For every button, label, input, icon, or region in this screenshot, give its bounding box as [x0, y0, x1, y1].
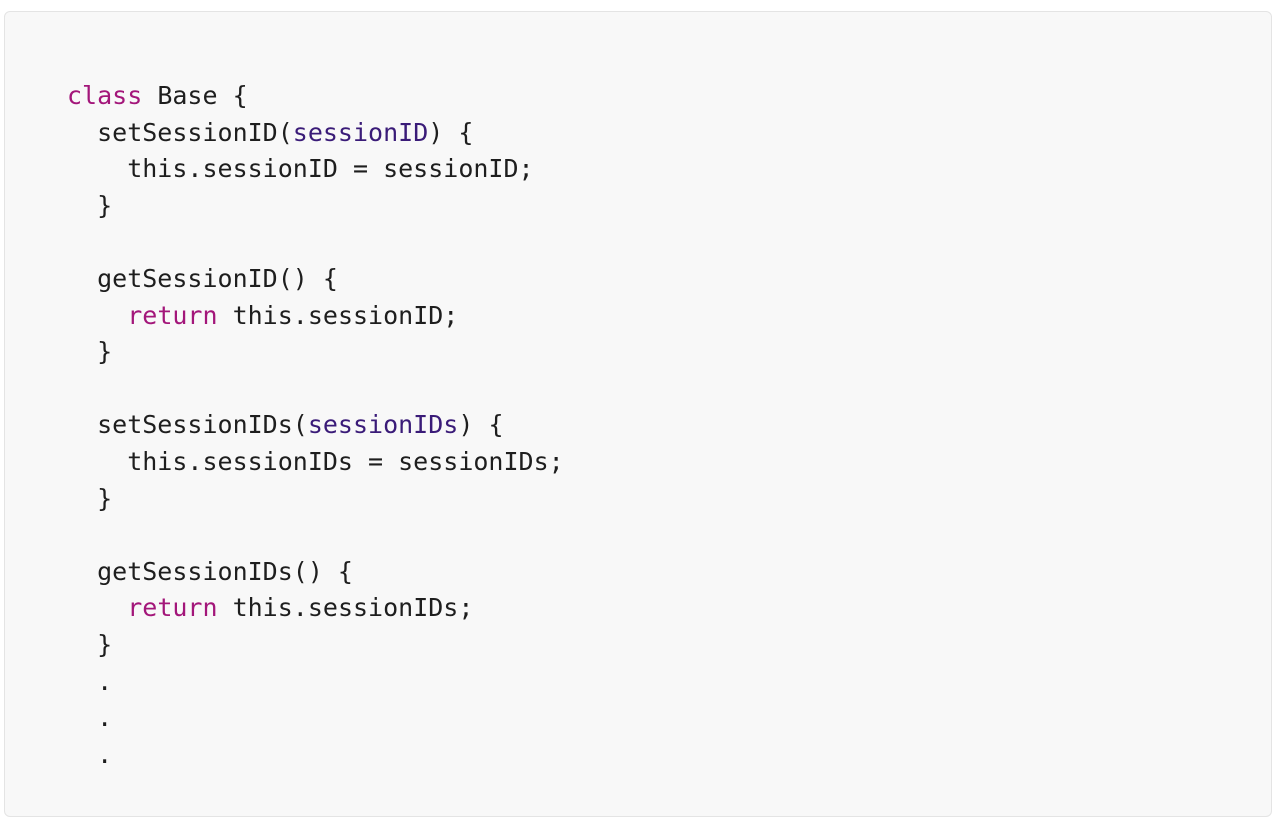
code-line [67, 517, 564, 554]
code-text: } [67, 629, 113, 659]
code-line: } [67, 334, 564, 371]
code-text: setSessionIDs( [67, 410, 308, 440]
code-line [67, 224, 564, 261]
code-line: this.sessionID = sessionID; [67, 151, 564, 188]
code-keyword: return [127, 300, 218, 330]
code-line: setSessionID(sessionID) { [67, 115, 564, 152]
code-line: . [67, 664, 564, 701]
code-parameter: sessionID [292, 117, 429, 147]
code-keyword: class [67, 81, 143, 110]
code-text: ) { [428, 117, 474, 147]
code-text: } [67, 190, 113, 220]
code-line: getSessionID() { [67, 261, 564, 298]
code-line: return this.sessionIDs; [67, 590, 564, 627]
code-line: . [67, 737, 564, 774]
code-text: getSessionID() { [67, 263, 338, 293]
code-line: . [67, 700, 564, 737]
code-block: class Base { setSessionID(sessionID) { t… [4, 11, 1272, 817]
code-text: this.sessionID = sessionID; [67, 154, 534, 184]
code-text: . [67, 703, 113, 733]
code-text [67, 593, 127, 622]
code-line: this.sessionIDs = sessionIDs; [67, 444, 564, 481]
code-line: class Base { [67, 78, 564, 115]
code-text: this.sessionID; [217, 300, 459, 330]
code-text: Base { [142, 81, 248, 110]
code-line: } [67, 627, 564, 664]
code-text: } [67, 337, 113, 367]
code-text: } [67, 483, 113, 513]
code-text [67, 301, 127, 330]
code-line: setSessionIDs(sessionIDs) { [67, 407, 564, 444]
code-text: . [67, 739, 113, 769]
code-text: setSessionID( [67, 117, 293, 147]
code-parameter: sessionIDs [307, 410, 459, 440]
code-text: . [67, 666, 113, 696]
code-line: getSessionIDs() { [67, 554, 564, 591]
code-text: this.sessionIDs = sessionIDs; [67, 446, 564, 476]
code-line: return this.sessionID; [67, 298, 564, 335]
code-text: getSessionIDs() { [67, 556, 353, 586]
code-text: ) { [458, 410, 504, 440]
code-text: this.sessionIDs; [217, 593, 474, 623]
code-line: } [67, 188, 564, 225]
code-keyword: return [127, 593, 218, 623]
code-lines: class Base { setSessionID(sessionID) { t… [67, 78, 564, 773]
code-line: } [67, 481, 564, 518]
code-line [67, 371, 564, 408]
